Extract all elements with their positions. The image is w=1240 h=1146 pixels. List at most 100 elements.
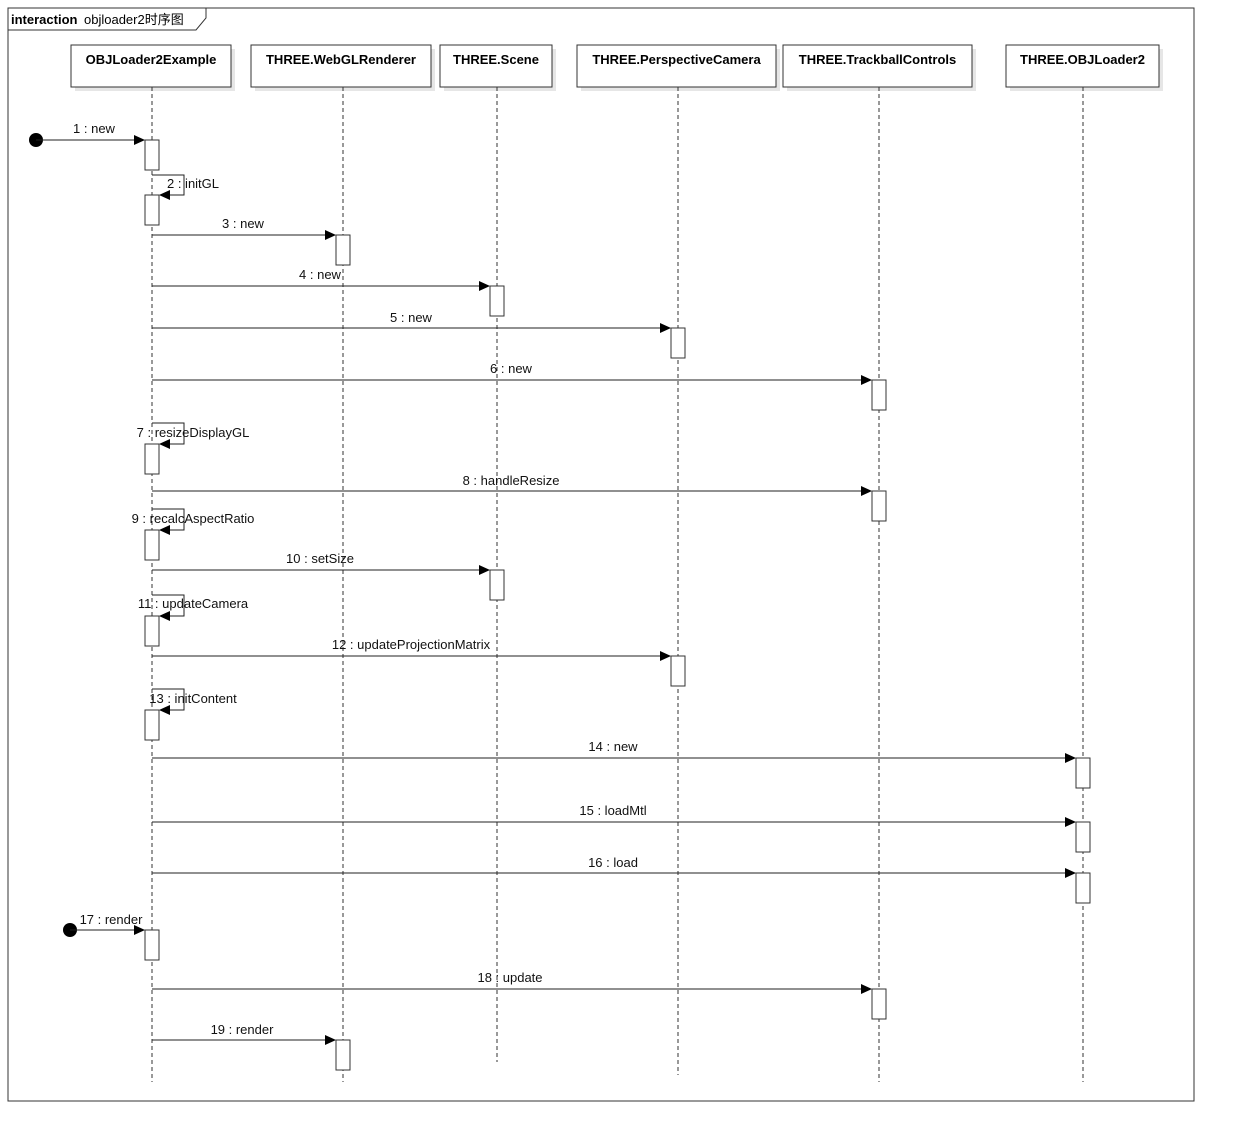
- self-message-loop: [152, 508, 185, 531]
- lifeline-renderer: THREE.WebGLRenderer: [250, 44, 435, 1082]
- activation-bar: [144, 929, 160, 961]
- activation-bar: [489, 569, 505, 601]
- messages: 1 : new 2 : initGL 3 : new 4 : new 5 : new 6 …: [29, 121, 1091, 1071]
- arrowhead: [159, 525, 170, 535]
- arrowhead: [861, 375, 872, 385]
- message-9: 9 : recalcAspectRatio: [132, 508, 255, 561]
- message-6: 6 : new: [152, 361, 887, 411]
- message-label: 10 : setSize: [286, 551, 354, 566]
- lifeline-head: [439, 44, 553, 88]
- activation-bar: [489, 285, 505, 317]
- arrowhead: [1065, 753, 1076, 763]
- message-11: 11 : updateCamera: [138, 594, 249, 647]
- self-message-loop: [152, 594, 185, 617]
- message-5: 5 : new: [152, 310, 686, 359]
- message-label: 17 : render: [80, 912, 144, 927]
- activation-bar: [144, 615, 160, 647]
- activation-bar: [871, 490, 887, 522]
- activation-bar: [144, 194, 160, 226]
- activation-bar: [1075, 821, 1091, 853]
- frame-keyword: interaction: [11, 12, 78, 27]
- arrowhead: [325, 230, 336, 240]
- message-label: 18 : update: [477, 970, 542, 985]
- message-label: 16 : load: [588, 855, 638, 870]
- lifeline-head: [1005, 44, 1160, 88]
- message-label: 12 : updateProjectionMatrix: [332, 637, 491, 652]
- message-label: 8 : handleResize: [463, 473, 560, 488]
- arrowhead: [1065, 868, 1076, 878]
- message-3: 3 : new: [152, 216, 351, 266]
- message-label: 19 : render: [211, 1022, 275, 1037]
- lifeline-name: OBJLoader2Example: [86, 52, 217, 67]
- message-label: 6 : new: [490, 361, 533, 376]
- arrowhead: [479, 565, 490, 575]
- message-label: 7 : resizeDisplayGL: [137, 425, 250, 440]
- message-label: 11 : updateCamera: [138, 596, 249, 611]
- lifeline-scene: THREE.Scene: [439, 44, 556, 1062]
- arrowhead: [861, 486, 872, 496]
- activation-bar: [1075, 757, 1091, 789]
- message-16: 16 : load: [152, 855, 1091, 904]
- lifeline-loader: THREE.OBJLoader2: [1005, 44, 1163, 1082]
- arrowhead: [159, 705, 170, 715]
- message-19: 19 : render: [152, 1022, 351, 1071]
- message-label: 5 : new: [390, 310, 433, 325]
- self-message-loop: [152, 422, 185, 445]
- lifeline-head: [70, 44, 232, 88]
- frame-name: objloader2时序图: [84, 12, 184, 27]
- activation-bar: [144, 529, 160, 561]
- lifeline-camera: THREE.PerspectiveCamera: [576, 44, 780, 1075]
- arrowhead: [159, 439, 170, 449]
- lifeline-head: [250, 44, 432, 88]
- self-message-loop: [152, 174, 185, 196]
- activation-bar: [1075, 872, 1091, 904]
- message-4: 4 : new: [152, 267, 505, 317]
- message-7: 7 : resizeDisplayGL: [137, 422, 250, 475]
- activation-bar: [335, 234, 351, 266]
- message-label: 2 : initGL: [167, 176, 219, 191]
- lifeline-head: [576, 44, 777, 88]
- message-10: 10 : setSize: [152, 551, 505, 601]
- arrowhead: [861, 984, 872, 994]
- activation-bar: [670, 327, 686, 359]
- message-18: 18 : update: [152, 970, 887, 1020]
- lifeline-name: THREE.Scene: [453, 52, 539, 67]
- arrowhead: [660, 323, 671, 333]
- activation-bar: [144, 139, 160, 171]
- activation-bar: [144, 709, 160, 741]
- message-13: 13 : initContent: [144, 688, 237, 741]
- message-label: 1 : new: [73, 121, 116, 136]
- message-label: 14 : new: [588, 739, 638, 754]
- arrowhead: [159, 611, 170, 621]
- arrowhead: [479, 281, 490, 291]
- arrowhead: [159, 190, 170, 200]
- message-label: 9 : recalcAspectRatio: [132, 511, 255, 526]
- arrowhead: [325, 1035, 336, 1045]
- arrowhead: [660, 651, 671, 661]
- lifeline-name: THREE.OBJLoader2: [1020, 52, 1145, 67]
- arrowhead: [1065, 817, 1076, 827]
- message-8: 8 : handleResize: [152, 473, 887, 522]
- message-17: 17 : render: [63, 912, 160, 961]
- activation-bar: [871, 379, 887, 411]
- arrowhead: [134, 925, 145, 935]
- message-12: 12 : updateProjectionMatrix: [152, 637, 686, 687]
- arrowhead: [134, 135, 145, 145]
- message-label: 13 : initContent: [149, 691, 237, 706]
- message-2: 2 : initGL: [144, 174, 219, 226]
- activation-bar: [335, 1039, 351, 1071]
- lifeline-name: THREE.WebGLRenderer: [266, 52, 416, 67]
- message-label: 15 : loadMtl: [579, 803, 646, 818]
- message-1: 1 : new: [29, 121, 160, 171]
- activation-bar: [871, 988, 887, 1020]
- lifelines: OBJLoader2Example THREE.WebGLRenderer THRE…: [70, 44, 1163, 1082]
- activation-bar: [670, 655, 686, 687]
- lifeline-name: THREE.TrackballControls: [799, 52, 956, 67]
- lifeline-example: OBJLoader2Example: [70, 44, 235, 1082]
- self-message-loop: [152, 688, 185, 711]
- message-label: 4 : new: [299, 267, 342, 282]
- message-label: 3 : new: [222, 216, 265, 231]
- activation-bar: [144, 443, 160, 475]
- message-15: 15 : loadMtl: [152, 803, 1091, 853]
- interaction-frame: [7, 7, 1195, 1102]
